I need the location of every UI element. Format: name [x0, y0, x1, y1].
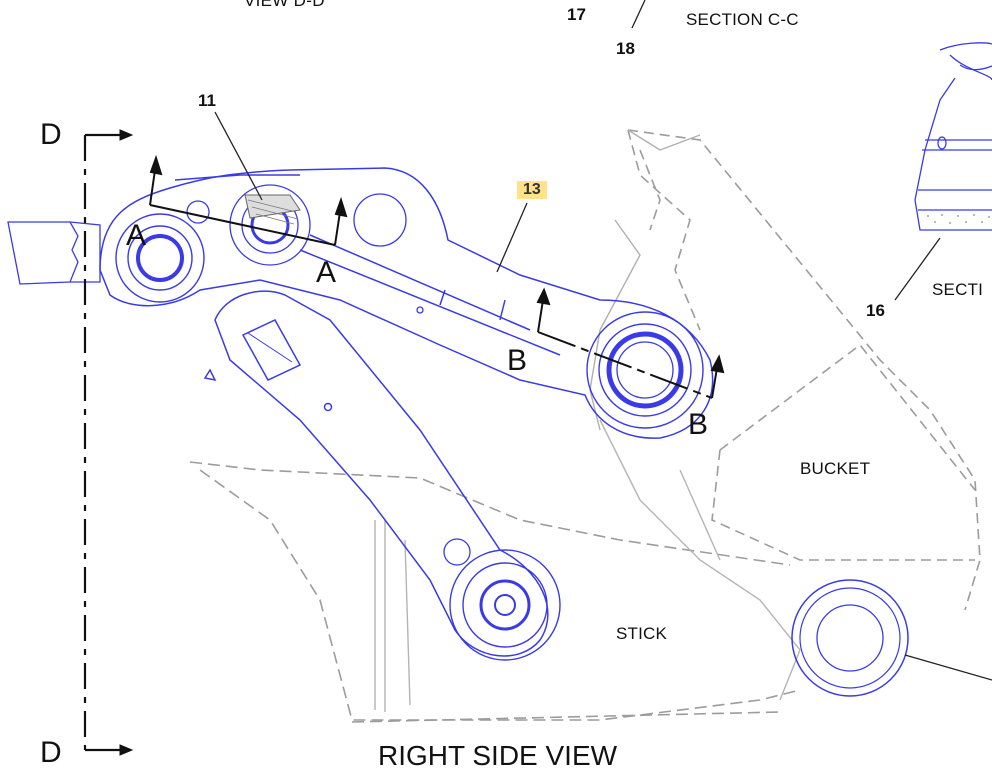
- leader-16: [894, 237, 941, 301]
- section-line-dd: [83, 129, 134, 756]
- callout-11: 11: [198, 91, 216, 110]
- section-cc-label: SECTION C-C: [686, 10, 799, 29]
- section-partial-label: SECTI: [932, 280, 984, 299]
- section-mark-d-top: D: [40, 118, 62, 151]
- section-line-aa: [149, 154, 348, 246]
- leader-11: [214, 111, 263, 201]
- section-mark-a-right: A: [316, 256, 337, 289]
- view-title: RIGHT SIDE VIEW: [378, 740, 618, 771]
- callout-13: 13: [517, 181, 547, 199]
- bucket-outline: [627, 129, 981, 611]
- callout-18: 18: [616, 39, 635, 58]
- callout-16: 16: [866, 301, 885, 320]
- left-pin: [115, 213, 205, 303]
- bucket-pin: [791, 579, 909, 697]
- callout-leaders: [214, 0, 941, 301]
- section-mark-d-bottom: D: [40, 736, 62, 769]
- section-mark-b-left: B: [507, 344, 528, 377]
- pin-11: [229, 184, 311, 266]
- leader-bucket-pin: [904, 654, 992, 681]
- bucket-solid-edge: [589, 129, 701, 431]
- link-plate: [99, 167, 714, 439]
- leader-18: [631, 0, 646, 29]
- callout-17: 17: [567, 5, 586, 24]
- stick-outline: [189, 461, 801, 723]
- section-mark-a-left: A: [126, 219, 147, 252]
- plate-holes: [186, 193, 424, 314]
- bucket-label: BUCKET: [800, 459, 871, 478]
- section-detail-stipple: [927, 214, 990, 224]
- leader-13: [496, 202, 528, 273]
- left-link-stub: [7, 221, 101, 285]
- section-mark-b-right: B: [688, 408, 709, 441]
- view-dd-label: VIEW D-D: [244, 0, 325, 10]
- section-detail-partial: [914, 42, 992, 231]
- section-line-bb: [536, 287, 725, 399]
- lower-pin: [443, 538, 561, 661]
- stick-solid-edge: [374, 419, 801, 712]
- right-pin: [586, 311, 704, 429]
- stick-label: STICK: [616, 624, 668, 643]
